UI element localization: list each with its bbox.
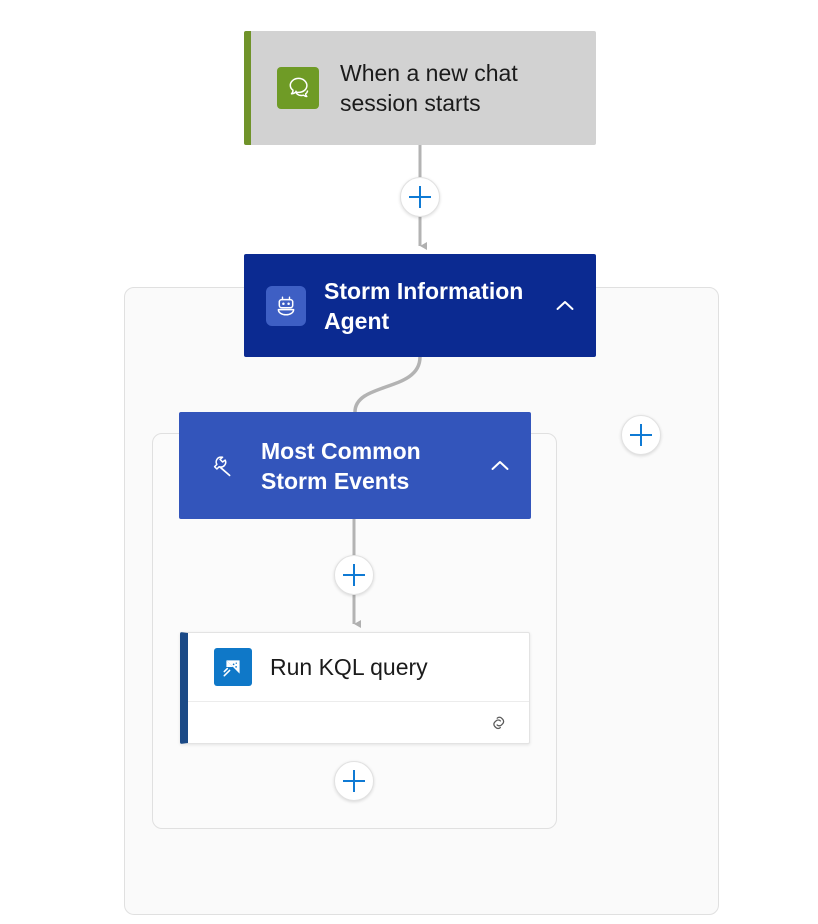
agent-node-title: Storm Information Agent [324, 277, 524, 334]
action-node-footer [188, 701, 529, 743]
plus-vertical-bar [352, 564, 356, 586]
action-node-header: Run KQL query [188, 633, 529, 701]
add-step-button-between-tool-and-kql[interactable] [334, 555, 374, 595]
tool-node-most-common-storm-events[interactable]: Most Common Storm Events [179, 412, 531, 519]
plus-vertical-bar [352, 770, 356, 792]
add-tool-button-agent-scope[interactable] [621, 415, 661, 455]
action-node-run-kql-query[interactable]: Run KQL query [180, 632, 530, 744]
add-step-button-below-kql[interactable] [334, 761, 374, 801]
trigger-node-title: When a new chat session starts [340, 60, 518, 116]
tool-collapse-chevron-up-icon[interactable] [483, 449, 517, 483]
add-step-button-between-trigger-and-agent[interactable] [400, 177, 440, 217]
robot-icon [266, 285, 306, 326]
azure-data-explorer-icon [214, 648, 252, 686]
plus-vertical-bar [639, 424, 643, 446]
tool-node-title: Most Common Storm Events [261, 437, 421, 494]
chain-link-icon[interactable] [485, 709, 513, 737]
action-node-title: Run KQL query [270, 654, 428, 680]
wrench-icon [207, 449, 241, 483]
plus-vertical-bar [418, 186, 422, 208]
trigger-node-when-a-new-chat-session-starts[interactable]: When a new chat session starts [244, 31, 596, 145]
agent-collapse-chevron-up-icon[interactable] [548, 289, 582, 323]
chat-bubbles-icon [277, 67, 319, 109]
agent-node-storm-information-agent[interactable]: Storm Information Agent [244, 254, 596, 357]
